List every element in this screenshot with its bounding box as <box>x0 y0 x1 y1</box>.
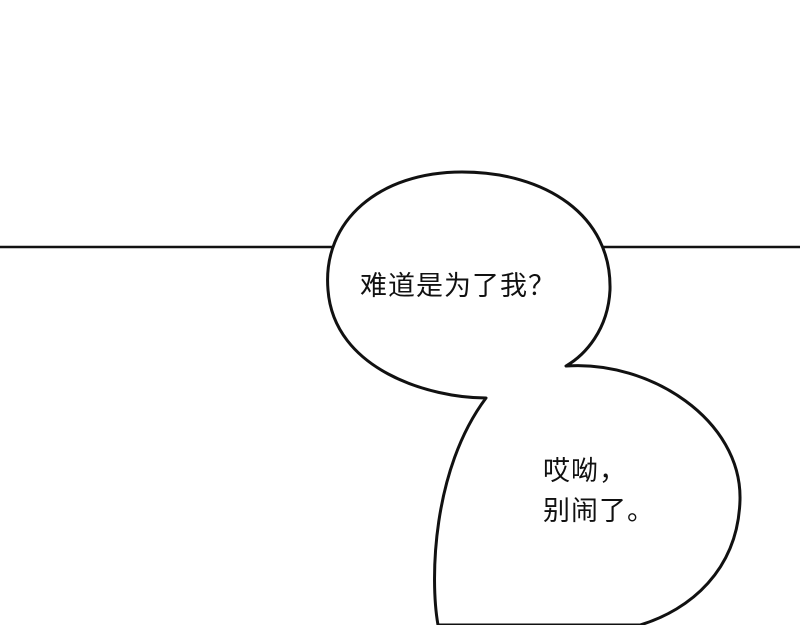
speech-bubble-2-text: 哎呦， 别闹了。 <box>543 452 655 532</box>
speech-bubble-2-line-2: 别闹了。 <box>543 496 655 527</box>
speech-bubble-outline <box>326 170 742 625</box>
speech-bubble-2-line-1: 哎呦， <box>543 456 627 487</box>
speech-bubble-1-text: 难道是为了我？ <box>360 267 556 307</box>
speech-bubble-1-line-1: 难道是为了我？ <box>360 271 556 302</box>
